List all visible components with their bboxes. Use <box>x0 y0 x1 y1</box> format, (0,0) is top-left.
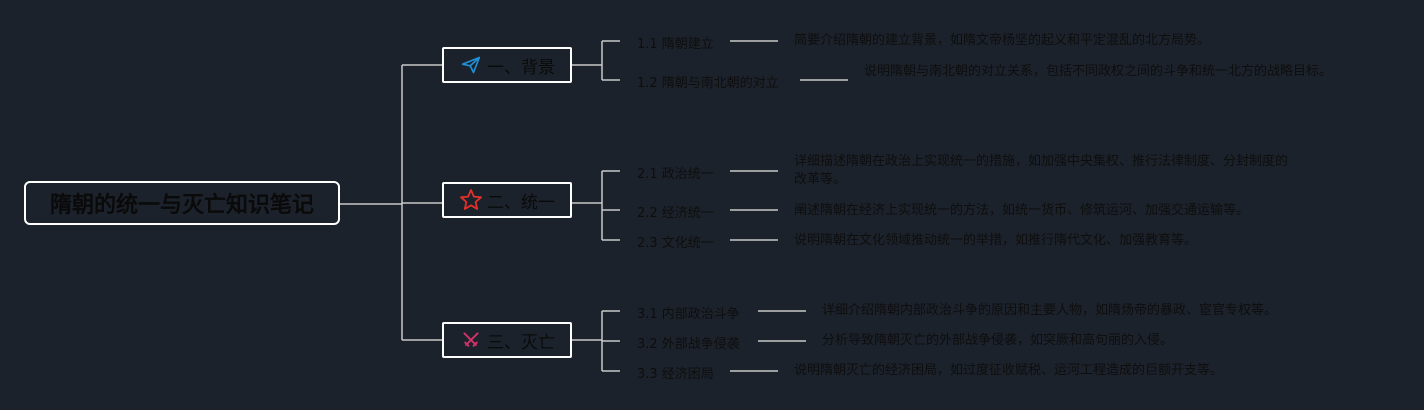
branch-label: 一、背景 <box>487 57 555 78</box>
branch-node-fall[interactable]: 三、灭亡 <box>442 322 572 358</box>
star-icon <box>459 188 483 212</box>
branch-label: 二、统一 <box>487 192 555 213</box>
leaf-3-1-desc: 详细介绍隋朝内部政治斗争的原因和主要人物，如隋炀帝的暴政、宦官专权等。 <box>822 303 1278 318</box>
leaf-1-2[interactable]: 1.2 隋朝与南北朝的对立 <box>637 76 779 91</box>
leaf-3-3-desc: 说明隋朝灭亡的经济困局，如过度征收赋税、运河工程造成的巨额开支等。 <box>794 363 1224 378</box>
leaf-2-3[interactable]: 2.3 文化统一 <box>637 236 714 251</box>
leaf-2-1-desc: 详细描述隋朝在政治上实现统一的措施，如加强中央集权、推行法律制度、分封制度的改革… <box>794 154 1289 187</box>
leaf-2-2[interactable]: 2.2 经济统一 <box>637 206 714 221</box>
leaf-3-2[interactable]: 3.2 外部战争侵袭 <box>637 337 740 352</box>
paper-plane-icon <box>459 53 483 77</box>
branch-label: 三、灭亡 <box>487 332 555 353</box>
leaf-3-1[interactable]: 3.1 内部政治斗争 <box>637 307 740 322</box>
leaf-1-1-desc: 简要介绍隋朝的建立背景，如隋文帝杨坚的起义和平定混乱的北方局势。 <box>794 33 1211 48</box>
branch-node-background[interactable]: 一、背景 <box>442 47 572 83</box>
crossed-swords-icon <box>459 328 483 352</box>
root-title: 隋朝的统一与灭亡知识笔记 <box>49 193 314 218</box>
leaf-1-1[interactable]: 1.1 隋朝建立 <box>637 37 714 52</box>
leaf-3-2-desc: 分析导致隋朝灭亡的外部战争侵袭，如突厥和高句丽的入侵。 <box>822 333 1174 348</box>
leaf-2-2-desc: 阐述隋朝在经济上实现统一的方法，如统一货币、修筑运河、加强交通运输等。 <box>794 203 1250 218</box>
leaf-2-1[interactable]: 2.1 政治统一 <box>637 167 714 182</box>
leaf-3-3[interactable]: 3.3 经济困局 <box>637 367 714 382</box>
leaf-2-3-desc: 说明隋朝在文化领域推动统一的举措，如推行隋代文化、加强教育等。 <box>794 233 1198 248</box>
branch-node-unification[interactable]: 二、统一 <box>442 182 572 218</box>
root-node[interactable]: 隋朝的统一与灭亡知识笔记 <box>24 181 340 225</box>
leaf-1-2-desc: 说明隋朝与南北朝的对立关系，包括不同政权之间的斗争和统一北方的战略目标。 <box>864 64 1333 79</box>
